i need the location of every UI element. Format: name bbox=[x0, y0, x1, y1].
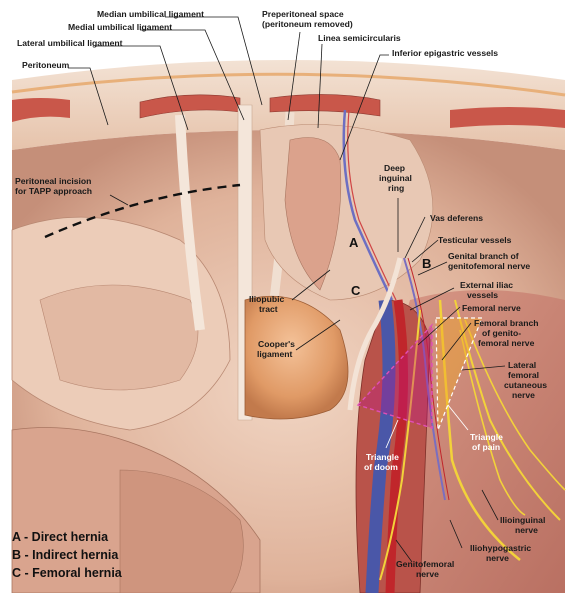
lateral-muscle-right bbox=[450, 107, 565, 128]
label-femoral-branch-2: of genito- bbox=[482, 328, 521, 338]
testicular-vessels bbox=[403, 257, 446, 501]
label-lateral-femoral-1: Lateral bbox=[508, 360, 536, 370]
peritoneal-fold-left-inner bbox=[39, 284, 199, 391]
label-peritoneal-incision-2: for TAPP approach bbox=[15, 186, 92, 196]
label-lateral-umbilical-ligament: Lateral umbilical ligament bbox=[17, 38, 123, 48]
label-lateral-femoral-4: nerve bbox=[512, 390, 535, 400]
lateral-femoral-cutaneous-nerve bbox=[454, 299, 561, 521]
label-femoral-nerve: Femoral nerve bbox=[462, 303, 521, 313]
testicular-vessels-2 bbox=[407, 257, 450, 501]
bladder bbox=[244, 295, 349, 420]
legend-item-indirect: B - Indirect hernia bbox=[12, 548, 119, 562]
leader-lines bbox=[68, 16, 506, 563]
lateral-muscle-left bbox=[12, 98, 70, 122]
label-preperitoneal-space-1: Preperitoneal space bbox=[262, 9, 344, 19]
rectus-lower bbox=[284, 137, 342, 291]
label-deep-ring-2: inguinal bbox=[379, 173, 412, 183]
label-peritoneal-incision-1: Peritoneal incision bbox=[15, 176, 91, 186]
medial-umbilical-left bbox=[175, 114, 205, 331]
label-ilioinguinal-2: nerve bbox=[515, 525, 538, 535]
label-peritoneum: Peritoneum bbox=[22, 60, 70, 70]
bowel-loop-lower bbox=[119, 469, 244, 593]
label-external-iliac-2: vessels bbox=[467, 290, 498, 300]
label-inferior-epigastric-vessels: Inferior epigastric vessels bbox=[392, 48, 498, 58]
label-iliopubic-2: tract bbox=[259, 304, 278, 314]
letter-b: B bbox=[422, 256, 431, 271]
label-femoral-branch-1: Femoral branch bbox=[474, 318, 538, 328]
label-iliopubic-1: Iliopubic bbox=[249, 294, 285, 304]
genitofemoral-nerve bbox=[379, 309, 421, 581]
label-genital-branch-1: Genital branch of bbox=[448, 251, 519, 261]
inferior-epigastric-artery bbox=[347, 109, 397, 301]
label-iliohypogastric-1: Iliohypogastric bbox=[470, 543, 531, 553]
label-triangle-doom-1: Triangle bbox=[366, 452, 399, 462]
label-genitofemoral-2: nerve bbox=[416, 569, 439, 579]
triangle-of-doom bbox=[356, 323, 433, 429]
label-genital-branch-2: genitofemoral nerve bbox=[448, 261, 530, 271]
label-coopers-2: ligament bbox=[257, 349, 292, 359]
label-deep-ring-3: ring bbox=[388, 183, 404, 193]
label-lateral-femoral-3: cutaneous bbox=[504, 380, 547, 390]
label-ilioinguinal-1: Ilioinguinal bbox=[500, 515, 545, 525]
external-iliac-vein bbox=[365, 299, 396, 593]
letter-a: A bbox=[349, 235, 359, 250]
label-linea-semicircularis: Linea semicircularis bbox=[318, 33, 401, 43]
label-iliohypogastric-2: nerve bbox=[486, 553, 509, 563]
label-median-umbilical-ligament: Median umbilical ligament bbox=[97, 9, 204, 19]
femoral-nerve bbox=[438, 299, 521, 561]
rectus-muscle-right bbox=[269, 94, 381, 117]
label-lateral-femoral-2: femoral bbox=[508, 370, 539, 380]
iliohypogastric-nerve bbox=[464, 319, 566, 491]
label-triangle-pain-1: Triangle bbox=[470, 432, 503, 442]
label-femoral-branch-3: femoral nerve bbox=[478, 338, 535, 348]
triangle-of-pain bbox=[435, 317, 483, 431]
label-triangle-pain-2: of pain bbox=[472, 442, 500, 452]
legend-item-direct: A - Direct hernia bbox=[12, 530, 109, 544]
label-preperitoneal-space-2: (peritoneum removed) bbox=[262, 19, 353, 29]
external-iliac-artery bbox=[385, 299, 409, 593]
label-testicular-vessels: Testicular vessels bbox=[438, 235, 512, 245]
ilioinguinal-nerve bbox=[459, 329, 526, 516]
label-external-iliac-1: External iliac bbox=[460, 280, 513, 290]
label-medial-umbilical-ligament: Medial umbilical ligament bbox=[68, 22, 172, 32]
label-genitofemoral-1: Genitofemoral bbox=[396, 559, 454, 569]
legend-item-femoral: C - Femoral hernia bbox=[12, 566, 122, 580]
vas-deferens bbox=[347, 257, 403, 411]
letter-c: C bbox=[351, 283, 361, 298]
label-vas-deferens: Vas deferens bbox=[430, 213, 483, 223]
peritoneum-edge bbox=[11, 72, 566, 97]
hernia-legend: A - Direct hernia B - Indirect hernia C … bbox=[12, 528, 242, 582]
label-deep-ring-1: Deep bbox=[384, 163, 405, 173]
label-triangle-doom-2: of doom bbox=[364, 462, 398, 472]
inferior-epigastric-vessels bbox=[342, 109, 394, 301]
label-coopers-1: Cooper's bbox=[258, 339, 295, 349]
